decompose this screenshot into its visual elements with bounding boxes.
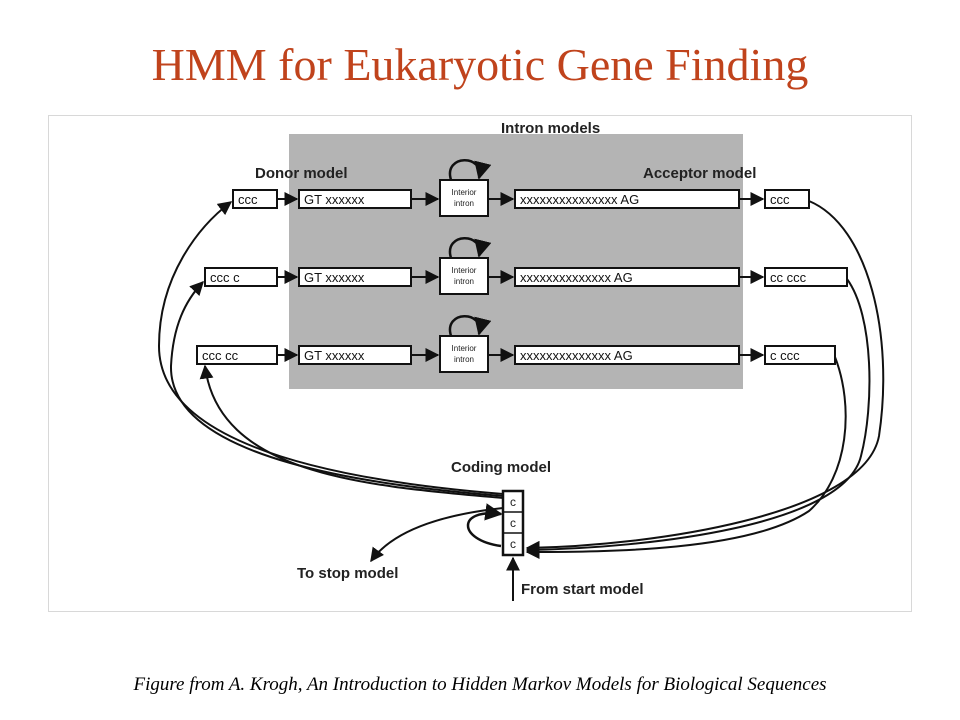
- interior-intron-box: [439, 179, 489, 217]
- right-codon-text: c ccc: [770, 348, 800, 363]
- intron-text-1: Interior: [452, 344, 477, 353]
- coding-model-label: Coding model: [451, 459, 551, 476]
- right-codon-box: [764, 345, 836, 365]
- right-codon-text: ccc: [770, 192, 790, 207]
- figure-caption: Figure from A. Krogh, An Introduction to…: [133, 674, 827, 695]
- row-2: ccc c GT xxxxxx Interior intron xxxxxxxx…: [204, 237, 848, 295]
- intron-text-1: Interior: [452, 266, 477, 275]
- coding-to-row1-arrow: [157, 201, 504, 495]
- coding-to-row3-arrow: [199, 364, 504, 499]
- donor-text: GT xxxxxx: [304, 348, 365, 363]
- coding-cell-1: c: [510, 495, 516, 509]
- right-codon-box: [764, 267, 848, 287]
- intron-text-2: intron: [454, 277, 474, 286]
- self-loop-arrow: [448, 237, 492, 259]
- coding-model-box: c c c: [501, 489, 525, 557]
- donor-text: GT xxxxxx: [304, 270, 365, 285]
- gene-finding-diagram: Intron models Donor model Acceptor model…: [48, 115, 912, 612]
- coding-cell-2: c: [510, 516, 516, 530]
- right-codon-box: [764, 189, 810, 209]
- row2-to-coding-arrow: [525, 278, 871, 557]
- self-loop-arrow: [448, 159, 492, 181]
- acceptor-text: xxxxxxxxxxxxxxx AG: [520, 192, 639, 207]
- coding-self-loop-arrow: [467, 503, 503, 548]
- acceptor-model-label: Acceptor model: [643, 165, 756, 182]
- row1-to-coding-arrow: [525, 200, 885, 555]
- left-codon-text: ccc c: [210, 270, 240, 285]
- acceptor-text: xxxxxxxxxxxxxx AG: [520, 348, 633, 363]
- to-stop-arrow: [370, 507, 504, 563]
- diagram-svg: Intron models Donor model Acceptor model…: [157, 120, 885, 601]
- intron-text-2: intron: [454, 199, 474, 208]
- row-3: ccc cc GT xxxxxx Interior intron xxxxxxx…: [196, 315, 836, 373]
- acceptor-text: xxxxxxxxxxxxxx AG: [520, 270, 633, 285]
- right-codon-text: cc ccc: [770, 270, 807, 285]
- interior-intron-box: [439, 257, 489, 295]
- row-1: ccc GT xxxxxx Interior intron xxxxxxxxxx…: [232, 159, 810, 217]
- left-codon-text: ccc: [238, 192, 258, 207]
- intron-text-2: intron: [454, 355, 474, 364]
- intron-models-label: Intron models: [501, 120, 600, 137]
- left-codon-text: ccc cc: [202, 348, 239, 363]
- self-loop-arrow: [448, 315, 492, 337]
- donor-text: GT xxxxxx: [304, 192, 365, 207]
- row3-to-coding-arrow: [525, 356, 847, 559]
- coding-to-row2-arrow: [169, 280, 504, 497]
- from-start-label: From start model: [521, 581, 644, 598]
- interior-intron-box: [439, 335, 489, 373]
- donor-model-label: Donor model: [255, 165, 348, 182]
- coding-box: [501, 489, 525, 557]
- coding-cell-3: c: [510, 537, 516, 551]
- slide-title: HMM for Eukaryotic Gene Finding: [151, 39, 809, 90]
- to-stop-label: To stop model: [297, 565, 398, 582]
- intron-text-1: Interior: [452, 188, 477, 197]
